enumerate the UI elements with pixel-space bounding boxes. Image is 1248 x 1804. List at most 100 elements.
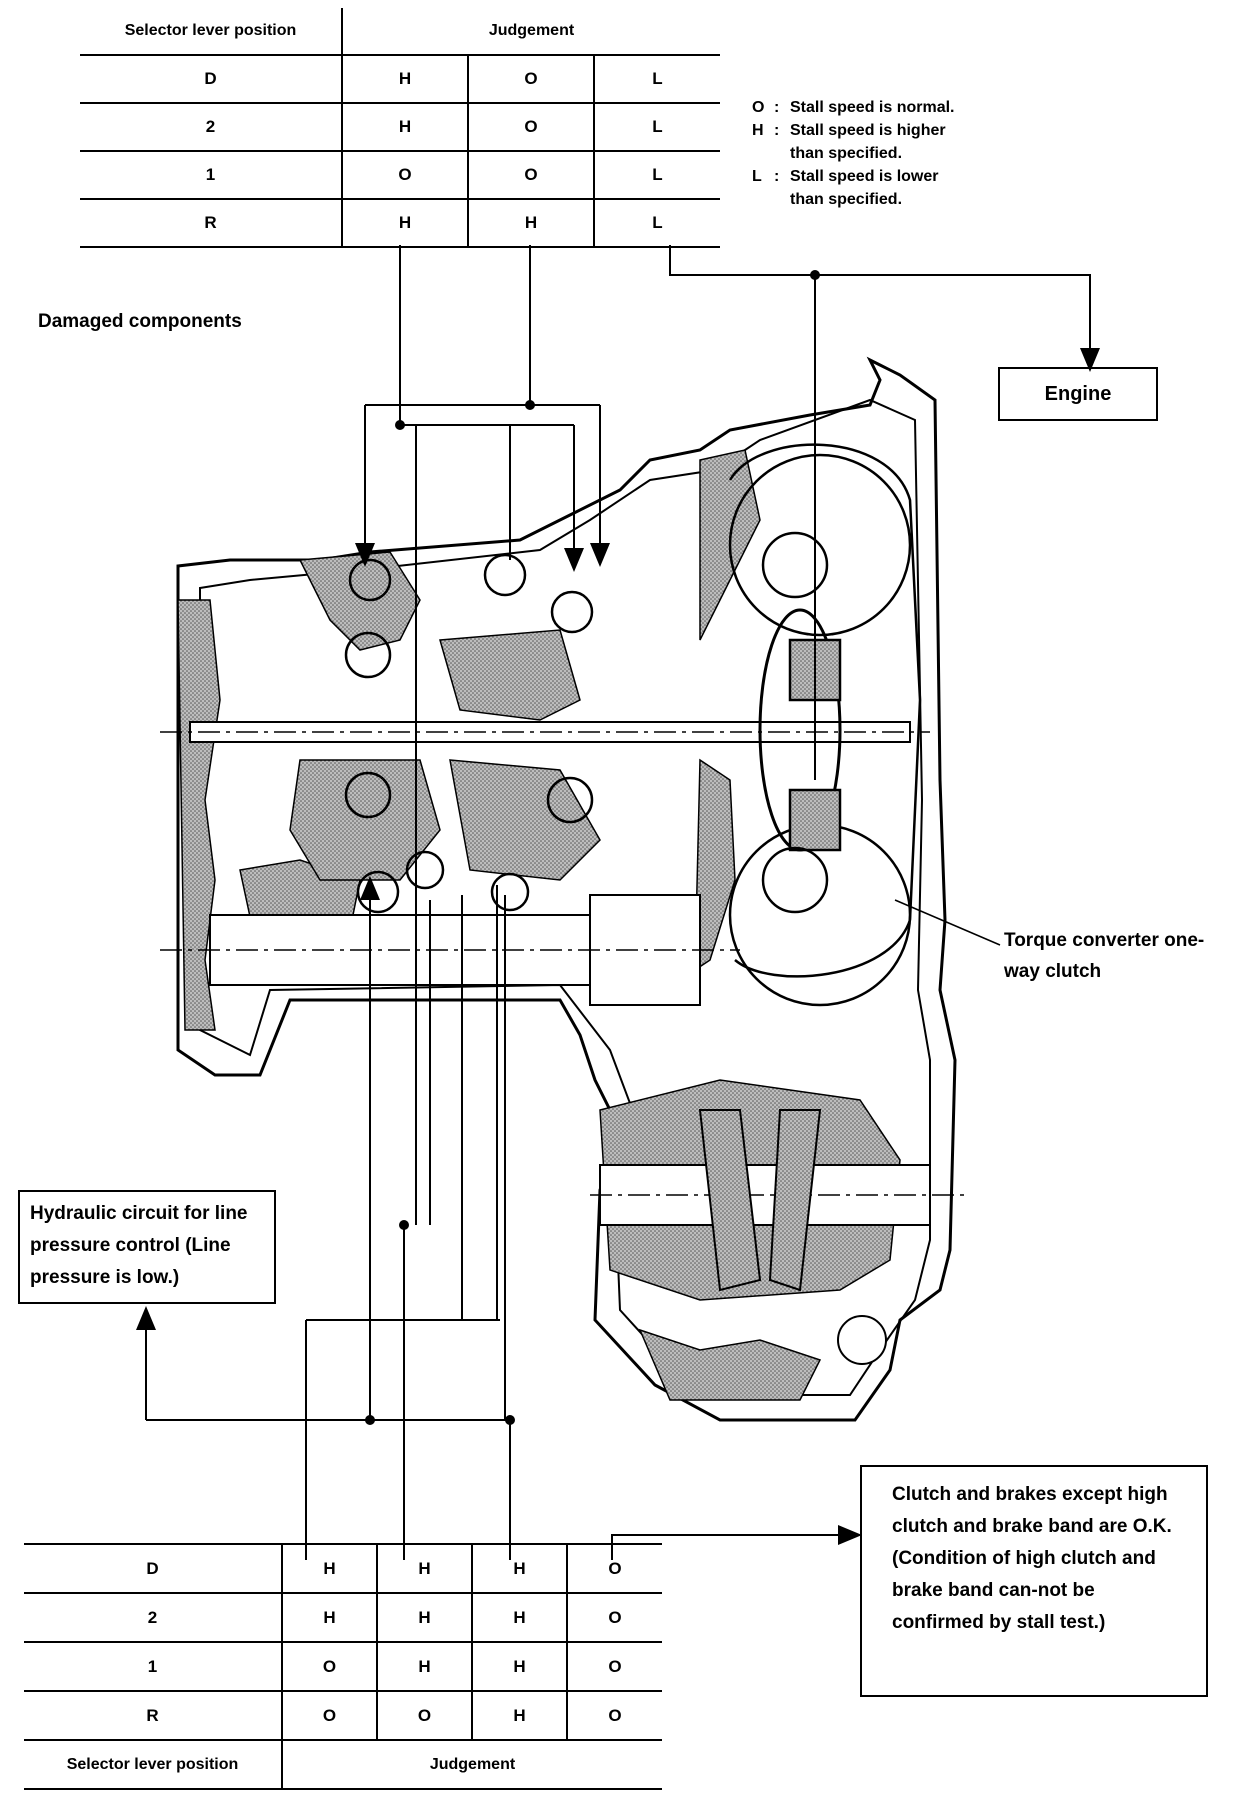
cell: O bbox=[377, 1690, 473, 1740]
lower-gearset-section bbox=[289, 759, 441, 881]
cell: H bbox=[472, 1641, 568, 1691]
marker-low-one-way bbox=[344, 631, 392, 679]
row-position: D bbox=[24, 1543, 283, 1593]
one-way-clutch-lower bbox=[788, 788, 842, 852]
cell: H bbox=[342, 102, 469, 151]
legend-key: O bbox=[752, 99, 765, 116]
marker-converter-lower bbox=[761, 846, 829, 914]
row-position: 1 bbox=[24, 1641, 283, 1691]
legend-item: H: Stall speed is higher than specified. bbox=[752, 119, 1010, 165]
table-row: D H H H O bbox=[24, 1543, 662, 1593]
row-position: D bbox=[80, 54, 343, 103]
cell: L bbox=[594, 102, 720, 151]
marker-lower-1 bbox=[344, 771, 392, 819]
bottom-judgement-table: D H H H O 2 H H H O 1 O H H O R O O H O … bbox=[24, 1543, 662, 1790]
transmission-housing bbox=[176, 356, 957, 1422]
legend-text: Stall speed is higher than specified. bbox=[790, 122, 946, 162]
converter-lower-lobe bbox=[728, 823, 912, 1007]
drum-section bbox=[449, 759, 601, 881]
table-row: 2 H O L bbox=[80, 102, 720, 151]
top-connector-lines bbox=[355, 245, 1100, 1225]
table-row: 1 O H H O bbox=[24, 1641, 662, 1691]
housing-outline bbox=[176, 356, 957, 1422]
cell: H bbox=[377, 1592, 473, 1642]
engine-box: Engine bbox=[998, 367, 1158, 421]
node bbox=[505, 1415, 515, 1425]
cell: H bbox=[472, 1592, 568, 1642]
main-shaft bbox=[160, 721, 930, 743]
node bbox=[525, 400, 535, 410]
housing-inner bbox=[199, 398, 931, 1396]
differential-section bbox=[638, 1328, 822, 1401]
damaged-components-label: Damaged components bbox=[38, 311, 242, 332]
legend-text: Stall speed is normal. bbox=[790, 99, 955, 116]
side-gear-left bbox=[698, 1109, 762, 1292]
cell: H bbox=[377, 1543, 473, 1593]
node bbox=[365, 1415, 375, 1425]
top-judgement-table: Selector lever position Judgement D H O … bbox=[80, 8, 720, 248]
converter-outer bbox=[728, 443, 922, 978]
cell: O bbox=[468, 102, 595, 151]
converter-upper-lobe bbox=[728, 453, 912, 637]
row-position: 2 bbox=[24, 1592, 283, 1642]
cell: O bbox=[342, 150, 469, 199]
output-shaft bbox=[160, 894, 740, 1006]
cell: H bbox=[282, 1592, 378, 1642]
cell: L bbox=[594, 150, 720, 199]
header-judgement: Judgement bbox=[488, 22, 575, 39]
cell: O bbox=[567, 1592, 662, 1642]
legend-item: L: Stall speed is lower than specified. bbox=[752, 165, 1010, 211]
node bbox=[399, 1220, 409, 1230]
torque-converter-label: Torque converter one-way clutch bbox=[1004, 930, 1205, 982]
legend: O: Stall speed is normal. H: Stall speed… bbox=[752, 96, 1010, 211]
bottom-connector-lines bbox=[136, 876, 862, 1560]
row-position: R bbox=[80, 198, 343, 248]
cell: H bbox=[468, 198, 595, 248]
marker-front-clutch bbox=[550, 590, 594, 634]
cell: O bbox=[468, 150, 595, 199]
center-section bbox=[439, 629, 581, 721]
cell: L bbox=[594, 54, 720, 103]
legend-key: H bbox=[752, 122, 764, 139]
torque-converter-leader bbox=[894, 899, 1001, 946]
cell: H bbox=[472, 1543, 568, 1593]
footer-selector: Selector lever position bbox=[24, 1739, 283, 1790]
line-col3-L bbox=[669, 245, 1100, 372]
hydraulic-circuit-box: Hydraulic circuit for line pressure cont… bbox=[18, 1190, 276, 1304]
marker-lower-3 bbox=[405, 850, 445, 890]
row-position: 1 bbox=[80, 150, 343, 199]
cell: O bbox=[282, 1690, 378, 1740]
table-row: R O O H O bbox=[24, 1690, 662, 1740]
footer-judgement: Judgement bbox=[282, 1739, 662, 1790]
legend-key: L bbox=[752, 168, 762, 185]
row-position: 2 bbox=[80, 102, 343, 151]
cell: O bbox=[567, 1690, 662, 1740]
cell: O bbox=[567, 1641, 662, 1691]
row-position: R bbox=[24, 1690, 283, 1740]
differential bbox=[590, 1109, 965, 1365]
cell: L bbox=[594, 198, 720, 248]
legend-item: O: Stall speed is normal. bbox=[752, 96, 1010, 119]
cell: H bbox=[472, 1690, 568, 1740]
cell: O bbox=[468, 54, 595, 103]
node bbox=[395, 420, 405, 430]
cell: H bbox=[282, 1543, 378, 1593]
cell: O bbox=[282, 1641, 378, 1691]
marker-converter-upper bbox=[761, 531, 829, 599]
legend-text: Stall speed is lower than specified. bbox=[790, 168, 939, 208]
node bbox=[810, 270, 820, 280]
table-row: 1 O O L bbox=[80, 150, 720, 199]
side-gear-right bbox=[768, 1109, 822, 1292]
table-row: R H H L bbox=[80, 198, 720, 248]
speedometer-gear bbox=[837, 1315, 887, 1365]
table-row: 2 H H H O bbox=[24, 1592, 662, 1642]
cell: H bbox=[342, 198, 469, 248]
cell: H bbox=[377, 1641, 473, 1691]
cell: H bbox=[342, 54, 469, 103]
marker-lower-4 bbox=[490, 872, 530, 912]
clutch-brakes-box: Clutch and brakes except high clutch and… bbox=[860, 1465, 1208, 1697]
marker-lower-5 bbox=[546, 776, 594, 824]
marker-reverse-clutch bbox=[483, 553, 527, 597]
marker-lower-2 bbox=[356, 870, 400, 914]
